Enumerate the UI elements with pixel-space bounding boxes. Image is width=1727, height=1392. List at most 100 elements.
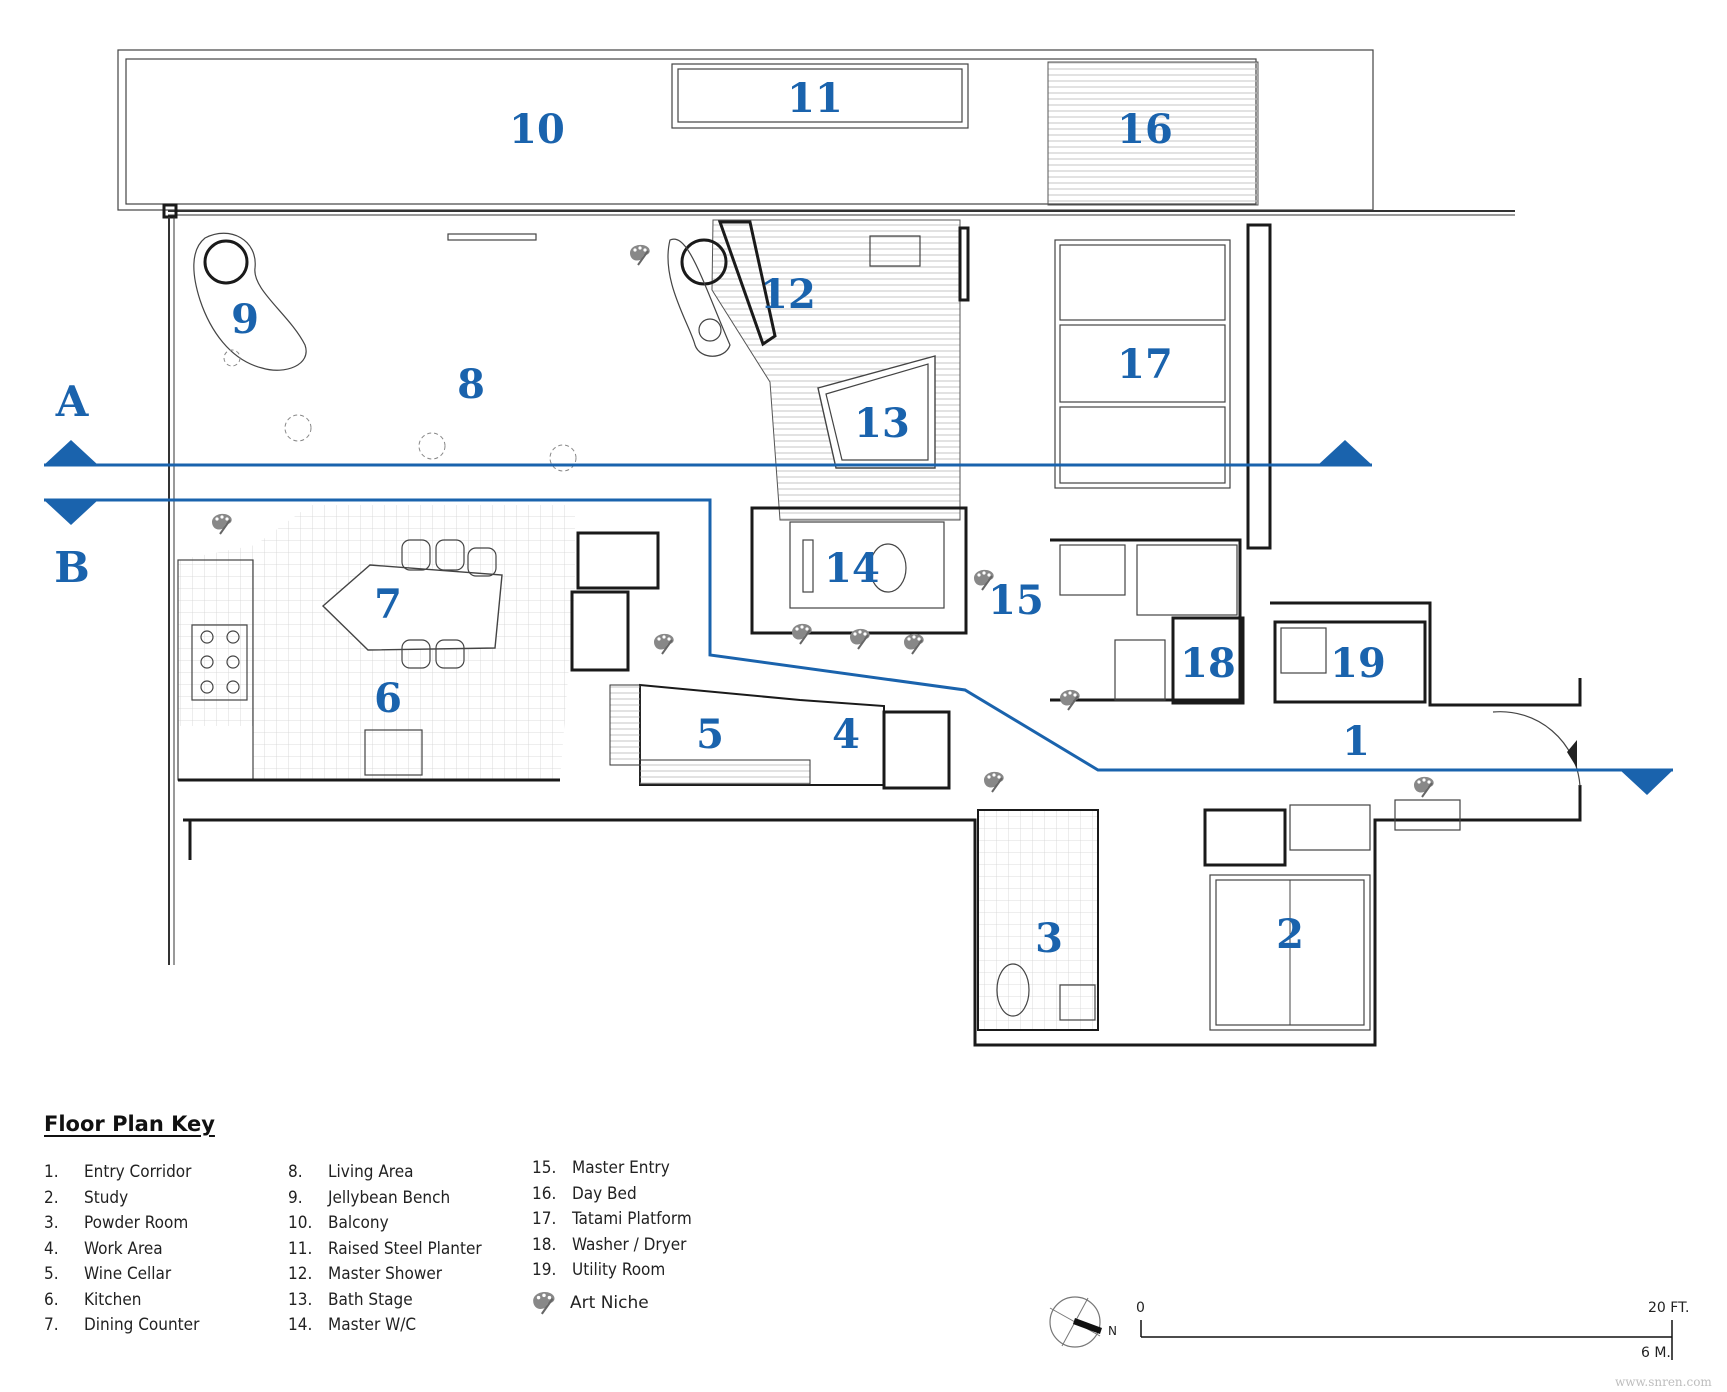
balcony xyxy=(117,49,1374,211)
key-item: 16.Day Bed xyxy=(532,1184,692,1210)
north-label: N xyxy=(1108,1324,1117,1338)
key-item: 18. Washer / Dryer xyxy=(532,1235,692,1261)
scale-bar xyxy=(1140,1320,1673,1360)
key-item-label: Tatami Platform xyxy=(572,1209,692,1229)
room-number-16: 16 xyxy=(1117,106,1173,153)
room-number-13: 13 xyxy=(854,400,910,447)
key-item-label: Washer / Dryer xyxy=(572,1234,687,1255)
key-item-label: Powder Room xyxy=(84,1213,189,1233)
key-item: 17. Tatami Platform xyxy=(532,1209,692,1235)
palette-icon xyxy=(1413,775,1435,798)
kitchen xyxy=(177,505,660,782)
key-item: 8. Living Area xyxy=(288,1162,482,1188)
section-b-marker-right xyxy=(1620,770,1673,795)
key-item-number: 3. xyxy=(44,1213,59,1233)
key-item-number: 12. xyxy=(288,1264,313,1284)
key-item-number: 17. xyxy=(532,1209,557,1229)
key-item-number: 19. xyxy=(532,1260,557,1280)
palette-icon xyxy=(849,627,871,650)
section-lines xyxy=(44,440,1673,795)
key-item: 12.Master Shower xyxy=(288,1264,482,1290)
palette-icon xyxy=(653,632,675,655)
section-a-marker-right xyxy=(1318,440,1372,465)
room-number-11: 11 xyxy=(787,75,843,122)
palette-icon xyxy=(983,770,1005,793)
key-item: 1. Entry Corridor xyxy=(44,1162,199,1188)
floor-plan-key-title: Floor Plan Key xyxy=(44,1112,215,1136)
key-item-label: Living Area xyxy=(328,1162,414,1182)
entry-door xyxy=(1492,711,1581,787)
room-number-2: 2 xyxy=(1276,911,1304,958)
key-item-number: 5. xyxy=(44,1264,59,1284)
room-number-14: 14 xyxy=(824,545,880,592)
scale-meters: 6 M. xyxy=(1641,1345,1671,1361)
room-number-10: 10 xyxy=(509,106,565,153)
room-number-8: 8 xyxy=(457,361,485,408)
key-item-number: 8. xyxy=(288,1162,303,1182)
key-item: 19.Utility Room xyxy=(532,1260,692,1286)
key-column-2: 8. Living Area 9. Jellybean Bench 10. Balcony… xyxy=(288,1162,482,1341)
key-item-label: Raised Steel Planter xyxy=(328,1238,482,1259)
key-item-label: Jellybean Bench xyxy=(328,1187,451,1208)
key-item-label: Study xyxy=(84,1187,129,1208)
key-item-label: Entry Corridor xyxy=(84,1162,192,1182)
section-label-a: A xyxy=(55,377,90,426)
key-item: 14.Master W/C xyxy=(288,1315,482,1341)
key-item-label: Master W/C xyxy=(328,1315,417,1335)
powder-room-study xyxy=(977,799,1461,1031)
key-item: 3. Powder Room xyxy=(44,1213,199,1239)
key-item-number: 11. xyxy=(288,1238,313,1259)
key-item-label: Wine Cellar xyxy=(84,1264,172,1284)
watermark: www.snren.com xyxy=(1615,1375,1712,1389)
section-label-b: B xyxy=(54,543,90,592)
key-item: 6. Kitchen xyxy=(44,1290,199,1316)
key-item-number: 10. xyxy=(288,1213,313,1233)
palette-icon xyxy=(211,512,233,535)
room-number-19: 19 xyxy=(1330,640,1386,687)
key-item-number: 15. xyxy=(532,1158,557,1178)
key-item: 11. Raised Steel Planter xyxy=(288,1239,482,1265)
room-number-17: 17 xyxy=(1117,341,1173,388)
room-number-12: 12 xyxy=(760,271,816,318)
key-item-label: Master Entry xyxy=(572,1158,670,1178)
palette-icon xyxy=(532,1290,556,1315)
key-item-number: 4. xyxy=(44,1238,59,1259)
master-bath xyxy=(667,219,970,635)
key-item-number: 16. xyxy=(532,1183,557,1204)
key-item-number: 2. xyxy=(44,1187,59,1208)
art-niche-label: Art Niche xyxy=(570,1293,649,1313)
room-number-1: 1 xyxy=(1342,718,1370,765)
key-item: 5. Wine Cellar xyxy=(44,1264,199,1290)
exterior-walls xyxy=(183,223,1582,1047)
room-number-6: 6 xyxy=(374,675,402,722)
key-item: 2. Study xyxy=(44,1188,199,1214)
key-item-number: 1. xyxy=(44,1162,59,1182)
key-item-number: 18. xyxy=(532,1234,557,1255)
key-item: 9. Jellybean Bench xyxy=(288,1188,482,1214)
room-number-15: 15 xyxy=(988,577,1044,624)
key-item-number: 6. xyxy=(44,1289,59,1310)
room-number-7: 7 xyxy=(374,581,402,628)
wine-cellar xyxy=(609,683,951,790)
art-niche-legend: Art Niche xyxy=(530,1290,649,1316)
key-item-number: 9. xyxy=(288,1187,303,1208)
room-number-3: 3 xyxy=(1035,915,1063,962)
key-item: 10. Balcony xyxy=(288,1213,482,1239)
key-item: 13. Bath Stage xyxy=(288,1290,482,1316)
living-area-furnishings xyxy=(193,232,577,472)
scale-zero: 0 xyxy=(1136,1300,1145,1316)
key-item: 7.Dining Counter xyxy=(44,1315,199,1341)
key-item-label: Bath Stage xyxy=(328,1289,413,1310)
key-item-label: Kitchen xyxy=(84,1289,142,1310)
scale-feet: 20 FT. xyxy=(1648,1300,1690,1316)
key-item-label: Balcony xyxy=(328,1213,389,1233)
window-wall xyxy=(162,203,1515,965)
room-number-18: 18 xyxy=(1180,640,1236,687)
north-arrow-icon xyxy=(1049,1296,1102,1348)
key-item-number: 13. xyxy=(288,1289,313,1310)
section-a-marker-left xyxy=(44,440,98,465)
room-number-4: 4 xyxy=(832,711,860,758)
